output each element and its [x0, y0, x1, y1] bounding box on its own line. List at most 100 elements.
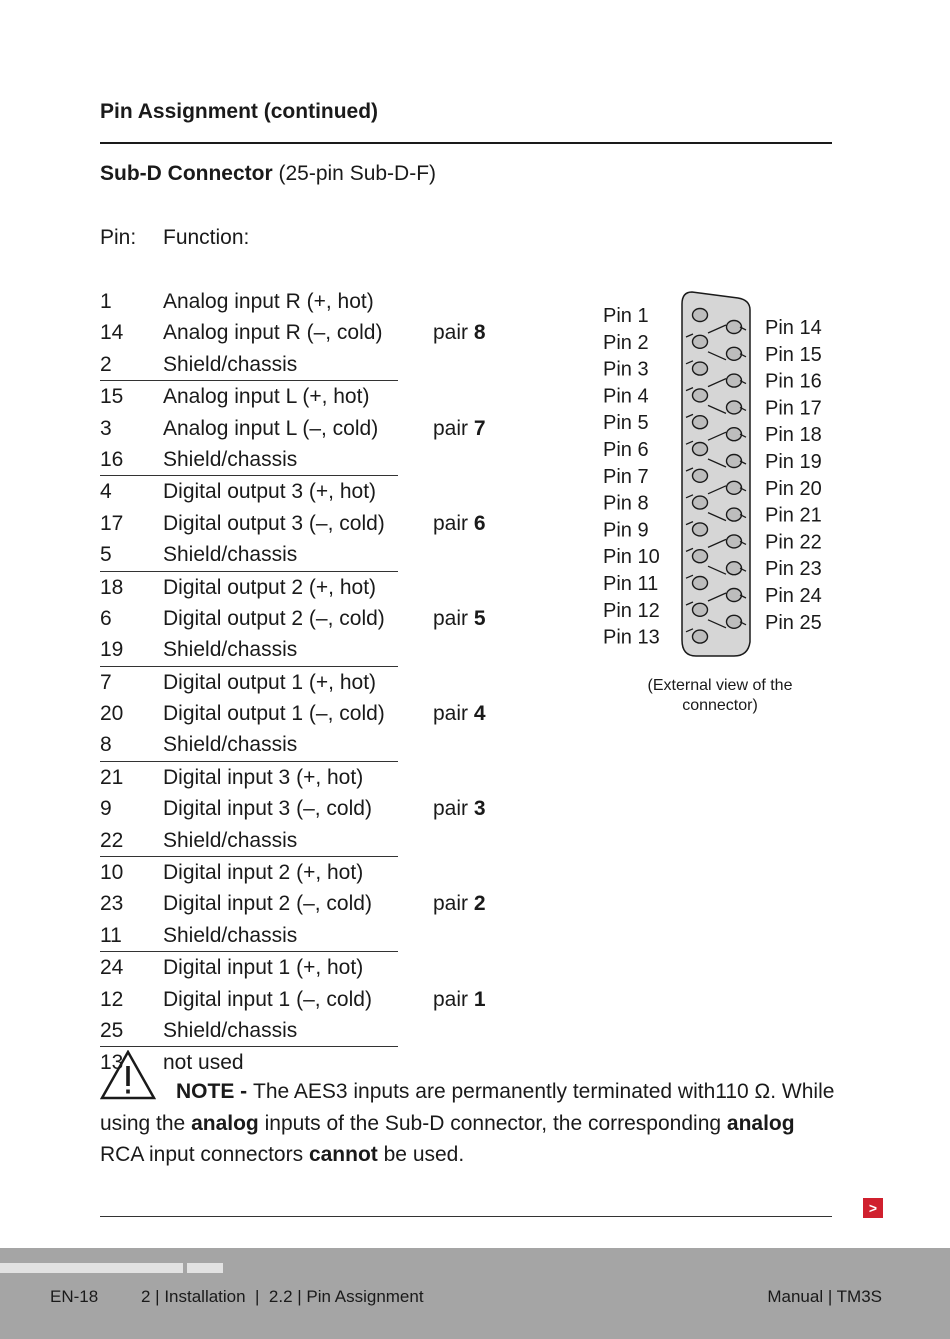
- pair-link-line: [707, 619, 727, 629]
- pair-label: pair 3: [433, 793, 486, 824]
- pin-label-left: Pin 13: [603, 627, 660, 649]
- pair-link-line: [707, 485, 727, 495]
- pin-function: Shield/chassis: [163, 1018, 298, 1042]
- pin-function: Shield/chassis: [163, 543, 298, 567]
- pair-number: 8: [473, 321, 486, 345]
- pair-link-line: [707, 592, 727, 602]
- pin-label-right: Pin 18: [765, 424, 822, 446]
- pin-number: 25: [100, 1018, 124, 1042]
- next-page-icon[interactable]: >: [863, 1198, 883, 1218]
- connector-title: Sub-D Connector (25-pin Sub-D-F): [100, 162, 436, 186]
- pair-link-line: [707, 324, 727, 334]
- pin-number: 9: [100, 797, 112, 821]
- pin-number: 17: [100, 511, 124, 535]
- table-row: 1 Analog input R (+, hot): [100, 286, 398, 317]
- pair-number: 2: [473, 892, 486, 916]
- pin-number: 20: [100, 702, 124, 726]
- pair-link-tick: [685, 628, 694, 633]
- manual-title: Manual | TM3S: [767, 1287, 882, 1306]
- pin-socket-19: [725, 453, 743, 469]
- pair-label: pair 1: [433, 984, 486, 1015]
- pin-number: 14: [100, 321, 124, 345]
- pair-link-tick: [739, 514, 747, 519]
- pin-number: 2: [100, 352, 112, 376]
- pair-word: pair: [433, 892, 474, 916]
- pair-word: pair: [433, 321, 474, 345]
- pin-number: 1: [100, 290, 112, 313]
- pin-function: Digital input 1 (–, cold): [163, 987, 372, 1011]
- pin-function: Analog input R (+, hot): [163, 290, 374, 313]
- pin-function: Digital output 3 (+, hot): [163, 480, 377, 504]
- pin-socket-17: [725, 400, 743, 415]
- pin-label-left: Pin 6: [603, 439, 649, 461]
- progress-bar-segment-small: [187, 1263, 223, 1273]
- pin-socket-6: [691, 441, 709, 457]
- pair-link-tick: [739, 621, 747, 626]
- pair-label: pair 7: [433, 413, 486, 444]
- pin-socket-11: [691, 575, 709, 591]
- connector-type: (25-pin Sub-D-F): [272, 162, 437, 185]
- pin-socket-1: [691, 307, 709, 323]
- pair-number: 7: [473, 416, 486, 440]
- pin-function: Digital output 2 (–, cold): [163, 606, 385, 630]
- pair-link-tick: [739, 353, 747, 358]
- pair-link-tick: [739, 380, 747, 385]
- pair-link-tick: [685, 333, 694, 338]
- pin-number: 8: [100, 733, 112, 757]
- pin-function: Digital output 1 (–, cold): [163, 702, 385, 726]
- pin-label-left: Pin 10: [603, 546, 660, 568]
- pair-label: pair 4: [433, 698, 486, 729]
- table-row: 19 Shield/chassis: [100, 634, 398, 665]
- pin-number: 12: [100, 987, 124, 1011]
- pin-number: 10: [100, 861, 124, 885]
- pair-link-tick: [739, 406, 747, 411]
- pin-number: 24: [100, 956, 124, 980]
- pin-label-left: Pin 2: [603, 332, 649, 354]
- pin-label-left: Pin 5: [603, 412, 649, 434]
- pin-socket-10: [691, 549, 709, 564]
- diagram-caption: (External view of the connector): [630, 676, 810, 716]
- pin-socket-18: [725, 426, 743, 442]
- pair-link-line: [707, 538, 727, 548]
- pair-link-tick: [685, 494, 694, 499]
- pin-label-left: Pin 3: [603, 359, 649, 381]
- pin-number: 19: [100, 638, 124, 662]
- pin-function: Analog input L (–, cold): [163, 416, 379, 440]
- pair-label: pair 8: [433, 317, 486, 348]
- pin-socket-12: [691, 602, 709, 617]
- pair-word: pair: [433, 797, 474, 821]
- pin-label-right: Pin 25: [765, 612, 822, 634]
- pin-function: Shield/chassis: [163, 828, 298, 852]
- pair-link-tick: [685, 387, 694, 392]
- pin-function: Shield/chassis: [163, 638, 298, 662]
- pair-word: pair: [433, 702, 474, 726]
- pin-label-right: Pin 14: [765, 317, 822, 339]
- pin-function: Digital input 2 (–, cold): [163, 892, 372, 916]
- pin-label-right: Pin 16: [765, 371, 822, 393]
- pin-socket-15: [725, 346, 743, 361]
- pin-label-left: Pin 11: [603, 573, 658, 595]
- pair-number: 5: [473, 606, 486, 630]
- pin-label-right: Pin 19: [765, 451, 822, 473]
- pin-function: Shield/chassis: [163, 923, 298, 947]
- table-row: 20 Digital output 1 (–, cold): [100, 698, 398, 729]
- pair-link-tick: [685, 574, 694, 579]
- pair-word: pair: [433, 987, 474, 1011]
- pin-number: 15: [100, 385, 124, 409]
- pin-number: 16: [100, 447, 124, 471]
- pin-socket-24: [725, 587, 743, 603]
- pin-number: 4: [100, 480, 112, 504]
